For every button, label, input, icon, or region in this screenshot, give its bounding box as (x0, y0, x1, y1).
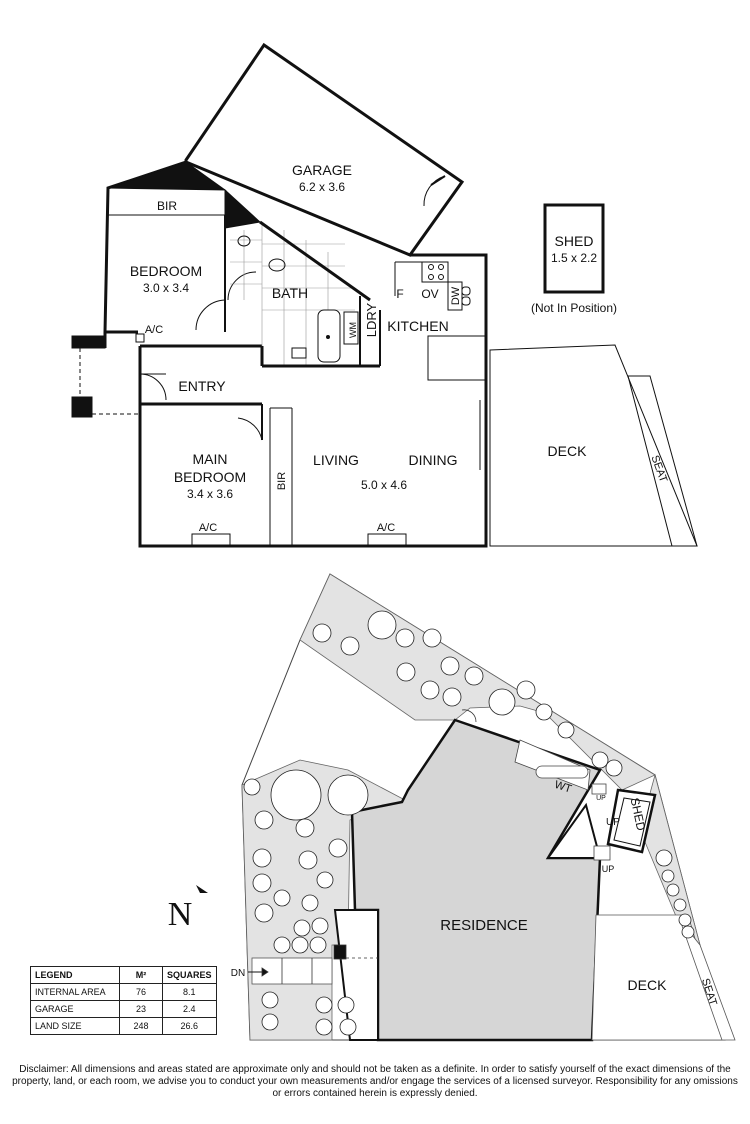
table-row: LAND SIZE 248 26.6 (30, 1017, 217, 1035)
seat-label: SEAT (648, 454, 669, 485)
deck-outline (489, 344, 698, 547)
legend-row-squares: 2.4 (162, 1000, 217, 1018)
main-bedroom-dims: 3.4 x 3.6 (187, 487, 233, 501)
ac-living-label: A/C (377, 522, 395, 534)
shed-label: SHED (555, 233, 594, 249)
legend-row-label: INTERNAL AREA (30, 983, 120, 1001)
dn-label: DN (231, 968, 245, 979)
legend-table: LEGEND M² SQUARES INTERNAL AREA 76 8.1 G… (30, 966, 217, 1035)
legend-row-label: LAND SIZE (30, 1017, 120, 1035)
ac-bedroom-label: A/C (145, 324, 163, 336)
legend-row-squares: 8.1 (162, 983, 217, 1001)
north-arrow-icon (196, 885, 208, 893)
main-bedroom-label-1: MAIN (193, 451, 228, 467)
floor-plan (71, 42, 698, 548)
dishwasher-label: DW (450, 286, 462, 305)
dining-label: DINING (409, 452, 458, 468)
bath-area (230, 222, 355, 366)
kitchen-label: KITCHEN (387, 318, 448, 334)
shed-dims: 1.5 x 2.2 (551, 251, 597, 265)
site-shed-label: SHED (628, 796, 649, 832)
disclaimer-text: Disclaimer: All dimensions and areas sta… (12, 1064, 738, 1099)
up-label-3: UP (602, 864, 615, 874)
deck-label: DECK (548, 443, 588, 459)
garage-label: GARAGE (292, 162, 352, 178)
legend-row-m2: 248 (119, 1017, 163, 1035)
up-label-2: UP (606, 817, 620, 828)
site-trees (243, 610, 695, 1036)
legend-header-row: LEGEND M² SQUARES (30, 966, 217, 984)
table-row: GARAGE 23 2.4 (30, 1000, 217, 1018)
ldry-label: LDRY (364, 302, 379, 337)
north-label: N (168, 896, 193, 933)
legend-row-m2: 23 (119, 1000, 163, 1018)
garage-door-swing (423, 175, 446, 207)
floor-plan-labels: GARAGE 6.2 x 3.6 BIR BEDROOM 3.0 x 3.4 B… (130, 162, 669, 534)
shed-outline (543, 203, 605, 294)
fridge-label: F (396, 287, 403, 301)
bedroom-label: BEDROOM (130, 263, 202, 279)
bir-main-label: BIR (276, 472, 288, 490)
living-label: LIVING (313, 452, 359, 468)
wm-label: WM (348, 322, 358, 338)
site-shed (606, 788, 657, 854)
legend-row-squares: 26.6 (162, 1017, 217, 1035)
bedroom-dims: 3.0 x 3.4 (143, 281, 189, 295)
shed-note: (Not In Position) (531, 301, 617, 315)
legend-row-m2: 76 (119, 983, 163, 1001)
legend-header-m2: M² (119, 966, 163, 984)
wt-label: WT (553, 779, 573, 796)
residence-label: RESIDENCE (440, 917, 528, 934)
legend-header-squares: SQUARES (162, 966, 217, 984)
bath-label: BATH (272, 285, 308, 301)
bir-top-label: BIR (157, 199, 177, 213)
table-row: INTERNAL AREA 76 8.1 (30, 983, 217, 1001)
legend-header: LEGEND (30, 966, 120, 984)
ac-main-label: A/C (199, 522, 217, 534)
kitchen-wall (410, 253, 488, 350)
main-bedroom-label-2: BEDROOM (174, 469, 246, 485)
entry-label: ENTRY (178, 378, 226, 394)
legend-row-label: GARAGE (30, 1000, 120, 1018)
oven-label: OV (421, 287, 438, 301)
up-label-1: UP (596, 795, 606, 802)
deck-seat (627, 375, 698, 547)
garage-dims: 6.2 x 3.6 (299, 180, 345, 194)
site-deck-label: DECK (628, 977, 668, 993)
living-dims: 5.0 x 4.6 (361, 478, 407, 492)
garage-outline (184, 42, 465, 257)
